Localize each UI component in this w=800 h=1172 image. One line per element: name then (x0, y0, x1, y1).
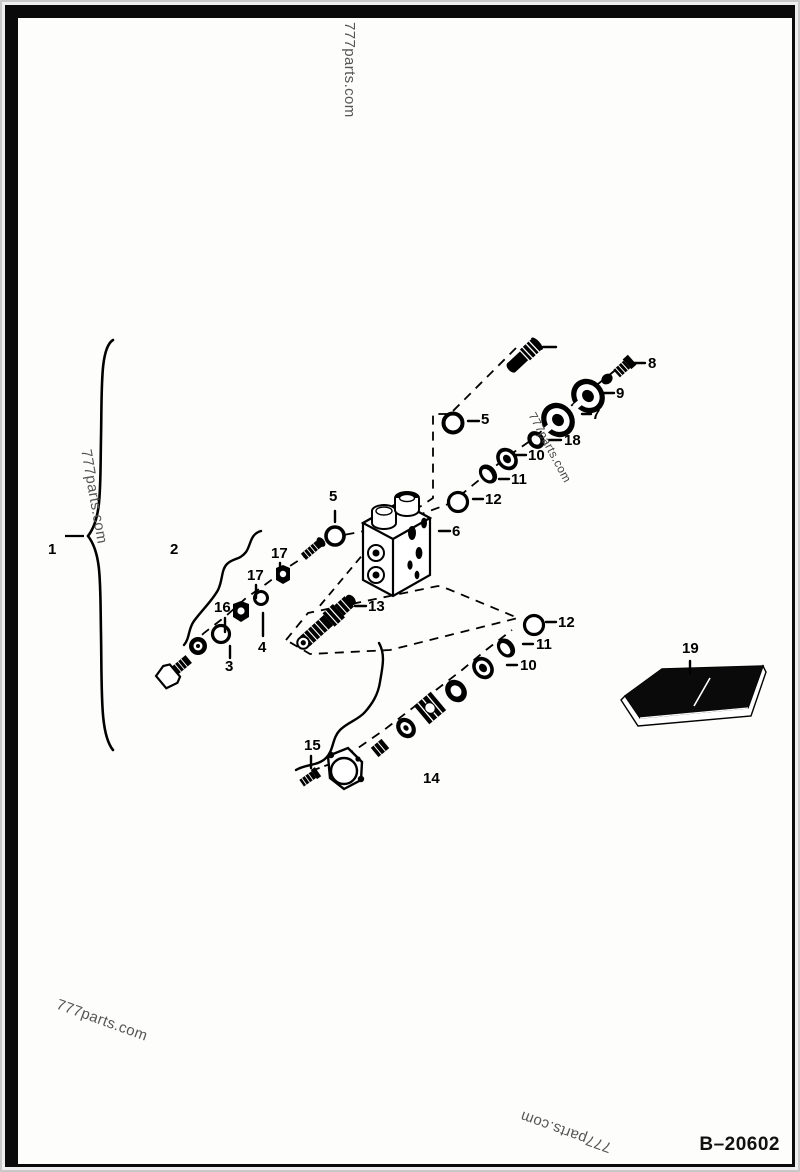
o-ring-4 (253, 590, 269, 606)
callout-17-lower: 17 (247, 567, 264, 584)
callout-10-upper: 10 (528, 447, 545, 464)
callout-6: 6 (452, 523, 461, 540)
callout-10-lower: 10 (520, 657, 537, 674)
o-ring-12-lower (522, 613, 546, 637)
spacer-ring-upper (527, 431, 545, 449)
washer-18 (541, 402, 575, 438)
callout-12-upper: 12 (485, 491, 502, 508)
nut-14 (370, 738, 390, 758)
assembly-path-bolt15 (313, 763, 331, 771)
callout-11-lower: 11 (536, 636, 552, 653)
cartridge-valve-13 (296, 594, 356, 650)
o-ring-12-upper (446, 490, 470, 514)
hex-plug-left (154, 655, 192, 690)
washer-7 (571, 378, 605, 414)
callout-8: 8 (648, 355, 657, 372)
callout-7: 7 (592, 406, 601, 423)
callout-19: 19 (682, 640, 699, 657)
bolt-15 (299, 767, 322, 787)
diagram-canvas: 777parts.com 777parts.com 777parts.com 7… (18, 18, 792, 1164)
seal-ring-10-upper (496, 447, 518, 471)
o-ring-16 (189, 637, 207, 655)
seal-ring-10-lower (472, 656, 494, 680)
callout-3: 3 (225, 658, 234, 675)
callout-18: 18 (564, 432, 581, 449)
callout-15: 15 (304, 737, 321, 754)
drawing-number: B–20602 (699, 1134, 780, 1155)
back-up-ring-11-upper (478, 464, 498, 484)
callout-4: 4 (258, 639, 267, 656)
valve-block-6 (360, 491, 433, 598)
callout-5-left: 5 (329, 488, 338, 505)
nut-17-lower (233, 601, 249, 622)
callout-1: 1 (48, 541, 57, 558)
back-up-ring-11-lower (496, 638, 516, 658)
mounting-flange-14 (326, 746, 365, 791)
assembly-path-lower (330, 629, 513, 764)
callout-16: 16 (214, 599, 231, 616)
screw-8 (613, 354, 637, 378)
fitting-2 (506, 337, 543, 373)
brace-group-2 (182, 529, 263, 647)
brace-group-14 (294, 641, 385, 772)
o-ring-3 (210, 623, 232, 645)
parts-artwork (65, 337, 767, 791)
callout-2: 2 (170, 541, 179, 558)
solenoid-coil-14 (445, 679, 467, 703)
callout-17-upper: 17 (271, 545, 288, 562)
callout-12-lower: 12 (558, 614, 575, 631)
watermark-top: 777parts.com (341, 22, 358, 118)
o-ring-5-upper (441, 411, 465, 435)
callout-13: 13 (368, 598, 385, 615)
solenoid-body-14 (413, 691, 447, 725)
callout-14: 14 (423, 770, 440, 787)
o-ring-5-left (324, 525, 346, 547)
assembly-path-top (417, 347, 517, 509)
callout-11-upper: 11 (511, 471, 527, 488)
pin-9 (601, 373, 613, 385)
brace-group-1 (86, 338, 115, 752)
stud-rod-left (300, 537, 326, 560)
diagram-canvas-area: 777parts.com 777parts.com 777parts.com 7… (18, 18, 792, 1164)
washer-stack-14 (396, 717, 416, 739)
nut-17-upper (276, 565, 290, 584)
cover-plate-19 (620, 664, 767, 727)
callout-5-upper: 5 (481, 411, 490, 428)
callout-9: 9 (616, 385, 625, 402)
leader-lines (223, 345, 692, 770)
